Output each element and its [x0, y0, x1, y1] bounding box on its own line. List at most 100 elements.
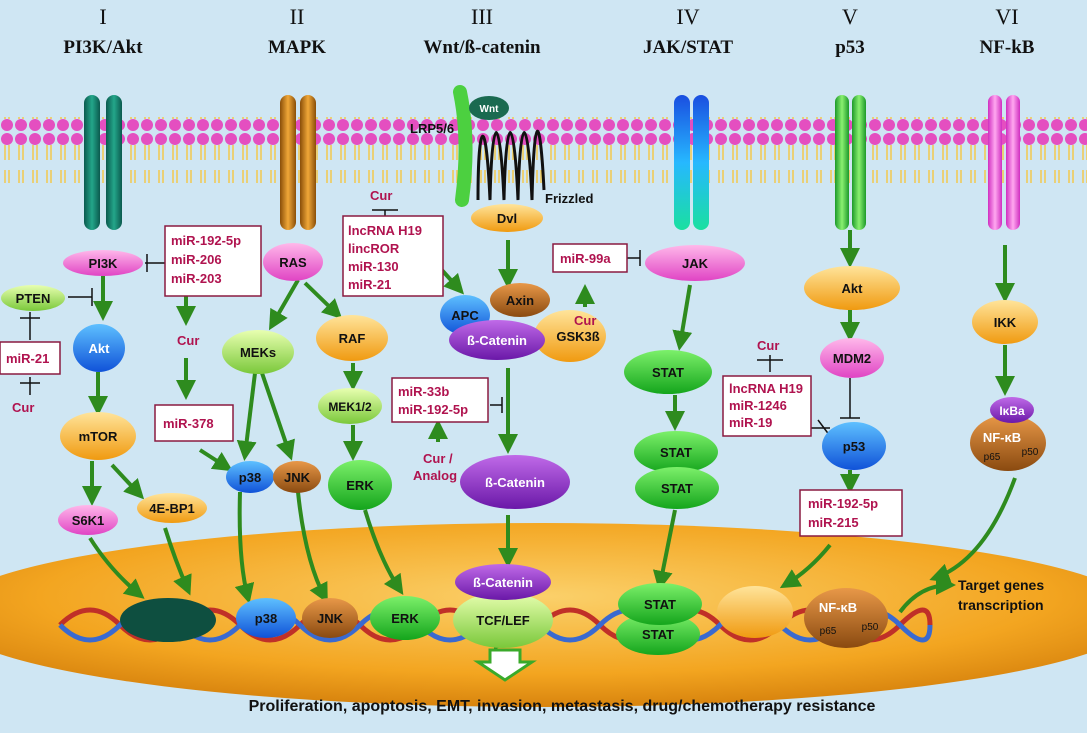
mirna-box-wnt [342, 215, 444, 297]
column-title: Wnt/ß-catenin [423, 37, 541, 58]
node-stat-1-label: STAT [652, 365, 684, 380]
mirna-text: miR-21 [348, 277, 391, 292]
node-4ebp1-label: 4E-BP1 [149, 501, 195, 516]
node-stat-2 [634, 431, 718, 473]
mirna-text: miR-192-5p [171, 233, 241, 248]
node-bcatenin-2-label: ß-Catenin [485, 475, 545, 490]
node-p38 [226, 461, 274, 493]
outcome-text: Proliferation, apoptosis, EMT, invasion,… [249, 698, 876, 715]
mirna-box-mir378 [154, 404, 234, 442]
mirna-box-mir33b [391, 377, 489, 423]
receptor-mapk [280, 95, 316, 230]
node-p65-label: p65 [984, 452, 1001, 463]
node-jnk-label: JNK [284, 470, 311, 485]
node-s6k1-label: S6K1 [72, 513, 105, 528]
column-numeral: VI [995, 4, 1018, 29]
node-ikba-label: IκBa [999, 404, 1025, 418]
node-stat-3 [635, 467, 719, 509]
lrp-label: LRP5/6 [410, 121, 454, 136]
mirna-text: miR-378 [163, 416, 214, 431]
pathway-arrows [82, 230, 1017, 614]
node-nfkb-label: NF-κB [983, 430, 1021, 445]
node-stat-3-label: STAT [661, 481, 693, 496]
column-title: NF-kB [980, 37, 1035, 58]
node-mtor [60, 412, 136, 460]
mirna-text: lncRNA H19 [729, 381, 803, 396]
node-axin [490, 283, 550, 317]
nucleus-tcf-label: TCF/LEF [476, 613, 529, 628]
node-dvl [471, 204, 543, 232]
mirna-text: lncRNA H19 [348, 223, 422, 238]
nucleus-erk [370, 596, 440, 640]
node-ikk-label: IKK [994, 315, 1017, 330]
node-mtor-label: mTOR [79, 429, 118, 444]
node-pi3k-label: PI3K [89, 256, 119, 271]
cur-label: Cur [12, 400, 34, 415]
node-bcatenin-2 [460, 455, 570, 509]
nucleus-bcatenin-label: ß-Catenin [473, 575, 533, 590]
nucleus-p38-label: p38 [255, 611, 277, 626]
nucleus-p50-label: p50 [862, 622, 879, 633]
pathway-nodes: PI3K PTEN Akt mTOR S6K1 4E-BP1 RAS MEKs … [1, 204, 1046, 535]
mirna-box-mir21 [0, 341, 61, 375]
node-akt [73, 324, 125, 372]
nucleus-mtor-complex [120, 598, 216, 642]
mirna-text: miR-206 [171, 252, 222, 267]
node-apc-label: APC [451, 308, 479, 323]
nucleus-jnk-label: JNK [317, 611, 344, 626]
node-pten-label: PTEN [16, 291, 51, 306]
node-p38-label: p38 [239, 470, 261, 485]
target-genes-line2: transcription [958, 597, 1044, 613]
column-numeral: V [842, 4, 858, 29]
node-erk-label: ERK [346, 478, 374, 493]
column-numeral: I [99, 4, 106, 29]
nucleus-stat-2 [616, 613, 700, 655]
node-4ebp1 [137, 493, 207, 523]
cur-label: Cur [757, 338, 779, 353]
node-mek12-label: MEK1/2 [328, 400, 372, 414]
receptor-jak [674, 95, 709, 230]
column-headers: I PI3K/Akt II MAPK III Wnt/ß-catenin IV … [63, 4, 1034, 58]
mirna-text: miR-1246 [729, 398, 787, 413]
column-numeral: II [290, 4, 305, 29]
cur-label: Cur / [423, 451, 453, 466]
nucleus-jnk [302, 598, 358, 638]
node-ras [263, 243, 323, 281]
receptor-nfkb [988, 95, 1020, 230]
mirna-text: miR-33b [398, 384, 449, 399]
node-bcatenin-1 [449, 320, 545, 360]
mirna-box-mir99a [552, 243, 628, 273]
mirna-boxes: miR-192-5p miR-206 miR-203 miR-21 miR-37… [0, 215, 903, 537]
node-dvl-label: Dvl [497, 211, 517, 226]
nucleus-erk-label: ERK [391, 611, 419, 626]
node-axin-label: Axin [506, 293, 534, 308]
node-nfkb [970, 415, 1046, 471]
node-pten [1, 285, 65, 311]
column-numeral: IV [676, 4, 699, 29]
node-jnk [273, 461, 321, 493]
mirna-text: miR-203 [171, 271, 222, 286]
receptor-wnt: Wnt LRP5/6 Frizzled [410, 85, 593, 207]
node-ikk [972, 300, 1038, 344]
nucleus-bcatenin [455, 564, 551, 600]
node-p50-label: p50 [1022, 447, 1039, 458]
cur-label: Cur [370, 188, 392, 203]
nucleus-nfkb-label: NF-κB [819, 600, 857, 615]
wnt-label: Wnt [480, 104, 500, 115]
node-p53 [822, 422, 886, 470]
column-title: MAPK [268, 37, 326, 58]
target-genes-line1: Target genes [958, 577, 1044, 593]
nucleus-stat-1 [618, 583, 702, 625]
nucleus-p38 [236, 598, 296, 638]
nucleus-p65-label: p65 [820, 626, 837, 637]
node-mdm2-label: MDM2 [833, 351, 871, 366]
column-numeral: III [471, 4, 493, 29]
mirna-box-p53-lnc [722, 375, 812, 437]
node-stat-1 [624, 350, 712, 394]
node-erk [328, 460, 392, 510]
node-akt-p53-label: Akt [842, 281, 864, 296]
cur-label: Cur [574, 313, 596, 328]
node-jak [645, 245, 745, 281]
